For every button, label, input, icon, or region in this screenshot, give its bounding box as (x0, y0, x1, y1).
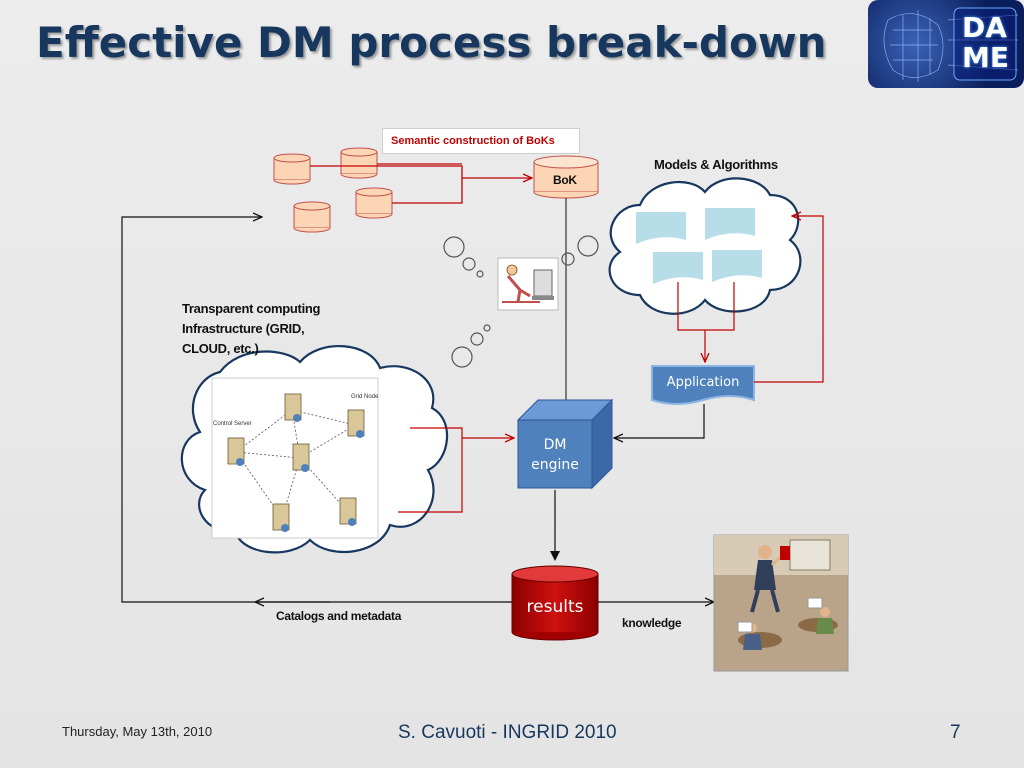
catalogs-metadata-label: Catalogs and metadata (276, 609, 402, 623)
knowledge-label: knowledge (622, 616, 682, 630)
dm-engine-label: DM engine (518, 435, 592, 475)
logo-text-da: DA (962, 11, 1007, 44)
footer-author: S. Cavuoti - INGRID 2010 (398, 722, 617, 743)
algorithm-blocks (636, 208, 762, 284)
application-feedback-arrow (754, 216, 824, 383)
dm-engine-label-line: DM (543, 437, 567, 453)
data-cylinders (273, 147, 393, 233)
face-mesh-icon (883, 7, 1019, 82)
grid-node-label: Grid Node (351, 394, 379, 400)
database-icon (293, 201, 331, 233)
knowledge-classroom-illustration (713, 534, 849, 672)
control-server-label: Control Server (213, 421, 252, 427)
model-to-application-arrows (677, 282, 735, 362)
bok-feed-arrows (310, 163, 532, 204)
dm-engine-label-line: engine (531, 457, 579, 473)
infrastructure-label-line: Transparent computing (182, 301, 321, 316)
infrastructure-label-line: CLOUD, etc.) (182, 341, 259, 356)
infrastructure-to-engine-arrows (398, 427, 514, 513)
logo-text-me: ME (962, 41, 1009, 74)
slide-title: Effective DM process break-down (36, 18, 827, 67)
infrastructure-label: Transparent computing Infrastructure (GR… (182, 299, 320, 359)
models-algorithms-label: Models & Algorithms (654, 157, 778, 172)
slide-number: 7 (950, 722, 961, 743)
thinking-person-illustration (497, 257, 559, 311)
database-icon (273, 153, 311, 185)
footer-date: Thursday, May 13th, 2010 (62, 724, 213, 739)
infrastructure-label-line: Infrastructure (GRID, (182, 321, 305, 336)
dm-engine-cube[interactable] (516, 398, 614, 490)
database-icon (340, 147, 378, 179)
application-to-engine-arrow (614, 404, 705, 438)
bok-label: BoK (553, 173, 577, 187)
thought-bubbles (443, 235, 599, 368)
results-database-icon[interactable] (511, 565, 599, 641)
models-cloud (608, 177, 802, 315)
application-box[interactable] (651, 365, 755, 405)
semantic-construction-label: Semantic construction of BoKs (382, 128, 580, 154)
dame-logo: DA ME (868, 0, 1024, 88)
results-label: results (526, 597, 584, 617)
database-icon (355, 187, 393, 219)
grid-network-diagram (211, 377, 379, 539)
application-label: Application (666, 375, 740, 390)
bok-database-icon (533, 155, 599, 199)
